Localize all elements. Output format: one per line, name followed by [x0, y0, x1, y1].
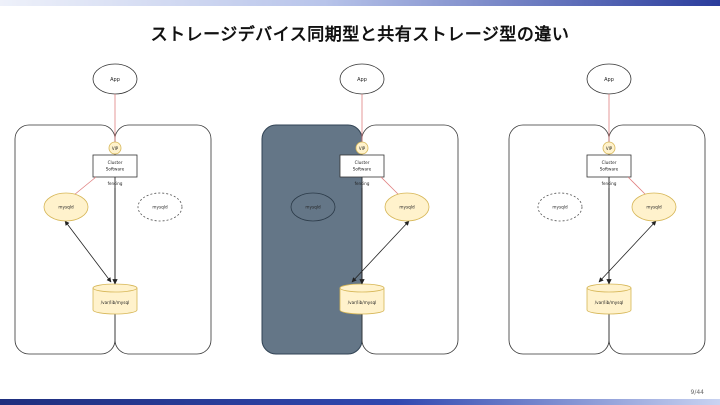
cluster-software-label-line1: Cluster	[355, 160, 370, 165]
bottom-accent-bar	[0, 399, 720, 405]
storage-top	[339, 283, 385, 293]
mysqld-node-left	[290, 192, 336, 222]
cluster-to-mysqld-link	[380, 176, 400, 196]
top-accent-bar	[0, 0, 720, 6]
cluster-software-label-line2: Software	[106, 167, 125, 172]
vip-label: VIP	[112, 146, 119, 151]
storage-label: /var/lib/mysql	[595, 300, 624, 305]
mysqld-node-left	[43, 192, 89, 222]
cluster-software-label-line2: Software	[353, 167, 372, 172]
cluster-software-label-line1: Cluster	[108, 160, 123, 165]
storage-volume: /var/lib/mysql	[339, 283, 385, 315]
mysqld-label-left: mysqld	[305, 205, 321, 210]
mysqld-label-right: mysqld	[152, 205, 168, 210]
storage-top	[92, 283, 138, 293]
mysqld-node-right	[137, 192, 183, 222]
storage-body	[92, 287, 138, 315]
mysqld-label-right: mysqld	[646, 205, 662, 210]
vip-node	[602, 141, 616, 155]
cluster-software-box	[92, 154, 138, 178]
storage-body	[339, 287, 385, 315]
fencing-label: fencing	[602, 181, 617, 186]
page-number: 9/44	[690, 389, 704, 396]
mysqld-storage-link	[64, 220, 112, 283]
storage-label: /var/lib/mysql	[348, 300, 377, 305]
cluster-software-box	[586, 154, 632, 178]
app-label: App	[604, 77, 614, 83]
vip-label: VIP	[359, 146, 366, 151]
mysqld-label-left: mysqld	[552, 205, 568, 210]
mysqld-storage-link	[351, 220, 410, 283]
fencing-label: fencing	[355, 181, 370, 186]
mysqld-label-right: mysqld	[399, 205, 415, 210]
mysqld-node-left	[537, 192, 583, 222]
vip-node	[355, 141, 369, 155]
app-label: App	[357, 77, 367, 83]
cluster-software-label-line1: Cluster	[602, 160, 617, 165]
storage-volume: /var/lib/mysql	[92, 283, 138, 315]
cluster-software-label-line2: Software	[600, 167, 619, 172]
cluster-software-box	[339, 154, 385, 178]
storage-body	[586, 287, 632, 315]
slide-title: ストレージデバイス同期型と共有ストレージ型の違い	[150, 25, 570, 45]
storage-top	[586, 283, 632, 293]
storage-volume: /var/lib/mysql	[586, 283, 632, 315]
mysqld-node-right	[631, 192, 677, 222]
vip-node	[108, 141, 122, 155]
cluster-to-mysqld-link	[627, 176, 647, 196]
fencing-label: fencing	[108, 181, 123, 186]
vip-label: VIP	[606, 146, 613, 151]
mysqld-node-right	[384, 192, 430, 222]
app-label: App	[110, 77, 120, 83]
mysqld-label-left: mysqld	[58, 205, 74, 210]
storage-label: /var/lib/mysql	[101, 300, 130, 305]
cluster-to-mysqld-link	[73, 176, 97, 196]
mysqld-storage-link	[598, 220, 657, 283]
